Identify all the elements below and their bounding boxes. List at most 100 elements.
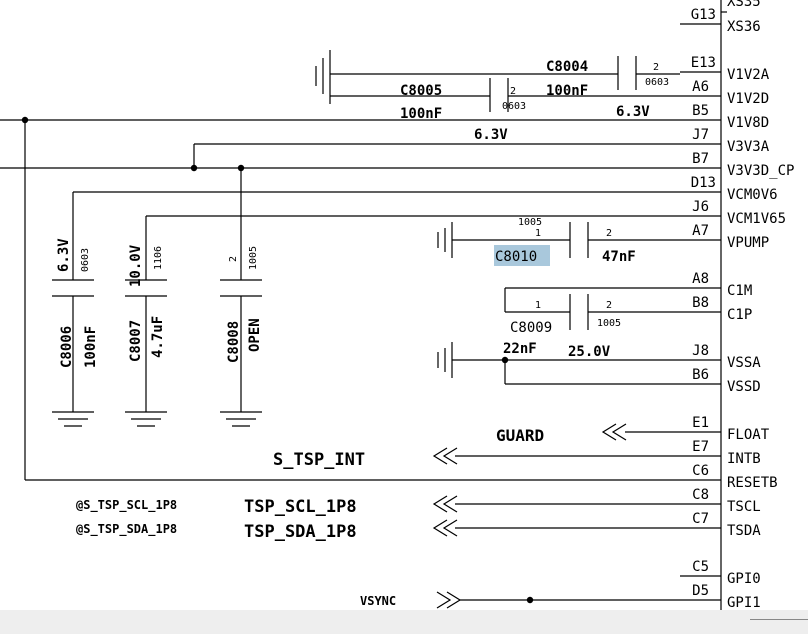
cap-ground-leads	[72, 296, 242, 412]
net-gpi1: GPI1	[727, 595, 761, 611]
net-v1v8d: V1V8D	[727, 115, 769, 131]
connector-body	[720, 0, 727, 610]
pin-num-j8: J8	[692, 343, 709, 359]
c8010-value: 47nF	[602, 249, 636, 265]
pin-num-e13: E13	[691, 55, 716, 71]
c8010-pkg: 1005	[518, 217, 542, 228]
c8008-value: OPEN	[247, 318, 263, 352]
net-xs36: XS36	[727, 19, 761, 35]
pin-num-d13: D13	[691, 175, 716, 191]
net-vcm0v6: VCM0V6	[727, 187, 778, 203]
net-vcm1v65: VCM1V65	[727, 211, 786, 227]
net-xs35: XS35	[727, 0, 761, 10]
tsp-scl-label: TSP_SCL_1P8	[244, 497, 357, 517]
pin-num-e1: E1	[692, 415, 709, 431]
c8007-pkg: 1106	[153, 246, 164, 270]
c8004-ref: C8004	[546, 59, 588, 75]
c8008-pkg: 1005	[248, 246, 259, 270]
c8009-ref: C8009	[510, 320, 552, 336]
net-gpi0: GPI0	[727, 571, 761, 587]
pin-num-j6: J6	[692, 199, 709, 215]
net-vssd: VSSD	[727, 379, 761, 395]
c8005-labels: C8005 2 0603 100nF	[400, 83, 526, 122]
c8009-pin1: 1	[535, 300, 541, 311]
ground-symbols	[52, 411, 262, 427]
pin-num-b6: B6	[692, 367, 709, 383]
net-c1p: C1P	[727, 307, 752, 323]
c8010-pin2: 2	[606, 228, 612, 239]
scrollbar-thumb[interactable]	[750, 619, 808, 620]
guard-label: GUARD	[496, 426, 544, 445]
c8004-value: 100nF	[546, 83, 588, 99]
net-tsda: TSDA	[727, 523, 761, 539]
vssa-cap-value: 22nF	[503, 341, 537, 357]
c8005-pin2: 2	[510, 86, 516, 97]
sda-ref-label: @S_TSP_SDA_1P8	[76, 522, 177, 537]
pin-num-c8: C8	[692, 487, 709, 503]
c8010-ref: C8010	[495, 249, 537, 265]
c8004-pin2: 2	[653, 62, 659, 73]
c8007-ref: C8007	[128, 320, 144, 362]
c8004-pkg: 0603	[645, 77, 669, 88]
guard-arrow-icon	[601, 423, 617, 441]
c8006-ref: C8006	[59, 326, 75, 368]
c8006-pkg: 0603	[80, 248, 91, 272]
c8005-ref: C8005	[400, 83, 442, 99]
v3v3a-volt-label: 6.3V	[474, 127, 508, 143]
junction-dots	[21, 116, 534, 604]
pin-numbers: G13 E13 A6 B5 J7 B7 D13 J6 A7 A8 B8 J8 B…	[691, 7, 716, 599]
c8005-pkg: 0603	[502, 101, 526, 112]
intb-arrow-icon	[432, 447, 448, 465]
horizontal-scrollbar[interactable]	[0, 610, 808, 634]
net-vpump: VPUMP	[727, 235, 769, 251]
pin-num-b7: B7	[692, 151, 709, 167]
net-c1m: C1M	[727, 283, 752, 299]
c8010-highlight	[494, 245, 550, 266]
offpage-arrows	[432, 423, 627, 609]
tsp-sda-label: TSP_SDA_1P8	[244, 522, 357, 542]
pin-num-j7: J7	[692, 127, 709, 143]
pin-num-c6: C6	[692, 463, 709, 479]
c8009-pin2: 2	[606, 300, 612, 311]
pin-net-names: XS35 XS36 V1V2A V1V2D V1V8D V3V3A V3V3D_…	[727, 0, 794, 611]
pin-num-c7: C7	[692, 511, 709, 527]
c8007-volt: 10.0V	[128, 244, 144, 287]
vsync-label: VSYNC	[360, 594, 396, 608]
net-v3v3a: V3V3A	[727, 139, 770, 155]
pin-num-a8: A8	[692, 271, 709, 287]
pin-num-a6: A6	[692, 79, 709, 95]
s-tsp-int-label: S_TSP_INT	[273, 450, 365, 470]
pin-num-b8: B8	[692, 295, 709, 311]
tsda-arrow-icon	[432, 519, 448, 537]
pin-num-a7: A7	[692, 223, 709, 239]
pin-num-d5: D5	[692, 583, 709, 599]
c8009-pkg: 1005	[597, 318, 621, 329]
net-tscl: TSCL	[727, 499, 761, 515]
pin-num-b5: B5	[692, 103, 709, 119]
c8008-ref: C8008	[226, 321, 242, 363]
c8010-pin1: 1	[535, 228, 541, 239]
vsync-arrow-icon	[436, 591, 452, 609]
c8008-pin: 2	[228, 256, 239, 262]
net-resetb: RESETB	[727, 475, 778, 491]
c8007-value: 4.7uF	[150, 316, 166, 358]
c8006-value: 100nF	[83, 326, 99, 368]
scl-ref-label: @S_TSP_SCL_1P8	[76, 498, 177, 513]
c8004-volt: 6.3V	[616, 104, 650, 120]
c8006-volt: 6.3V	[56, 238, 72, 272]
tscl-arrow-icon	[432, 495, 448, 513]
c8004-labels: C8004 2 0603 100nF 6.3V	[546, 59, 669, 120]
net-vssa: VSSA	[727, 355, 761, 371]
vssa-cap-volt: 25.0V	[568, 344, 611, 360]
net-v1v2d: V1V2D	[727, 91, 769, 107]
net-float: FLOAT	[727, 427, 770, 443]
net-v3v3d-cp: V3V3D_CP	[727, 163, 794, 179]
net-intb: INTB	[727, 451, 761, 467]
net-v1v2a: V1V2A	[727, 67, 770, 83]
c8005-value: 100nF	[400, 106, 442, 122]
pin-num-e7: E7	[692, 439, 709, 455]
c8010-labels: 1005 1 2 C8010 47nF	[494, 217, 636, 266]
pin-leads	[680, 23, 721, 601]
pin-num-g13: G13	[691, 7, 716, 23]
